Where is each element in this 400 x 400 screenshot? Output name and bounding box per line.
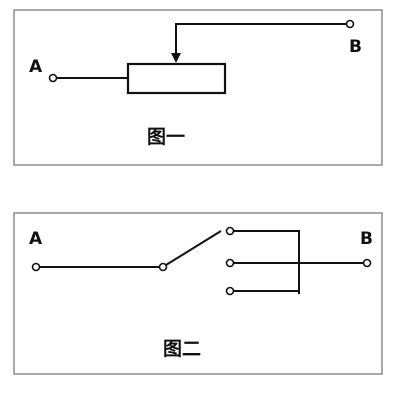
figure-2-switch-pivot: [158, 262, 168, 272]
figure-2: A B 图二: [13, 212, 383, 375]
figure-2-contact-3: [225, 286, 235, 296]
figure-1-terminal-a-label: A: [29, 57, 43, 77]
figure-2-frame: [13, 212, 383, 375]
figure-1-terminal-a: [48, 73, 58, 83]
figure-1-terminal-b-label: B: [349, 37, 362, 57]
figure-1-frame: [13, 9, 383, 166]
figure-2-contact-1: [225, 226, 235, 236]
figure-1-resistor: [126, 62, 227, 95]
figure-1-terminal-b: [345, 19, 355, 29]
figure-1-slider-wire: [175, 23, 346, 60]
figure-2-caption: 图二: [163, 338, 201, 360]
figure-2-terminal-a: [31, 262, 41, 272]
figure-2-terminal-b-label: B: [360, 229, 373, 249]
figure-1: A B 图一: [13, 9, 383, 166]
figure-1-caption: 图一: [147, 126, 185, 148]
figure-1-slider-arrow: [171, 53, 181, 63]
figure-2-terminal-a-label: A: [29, 229, 43, 249]
figure-2-contact-2: [225, 258, 235, 268]
figure-2-terminal-b: [362, 258, 372, 268]
figure-2-switch-blade: [165, 230, 222, 266]
